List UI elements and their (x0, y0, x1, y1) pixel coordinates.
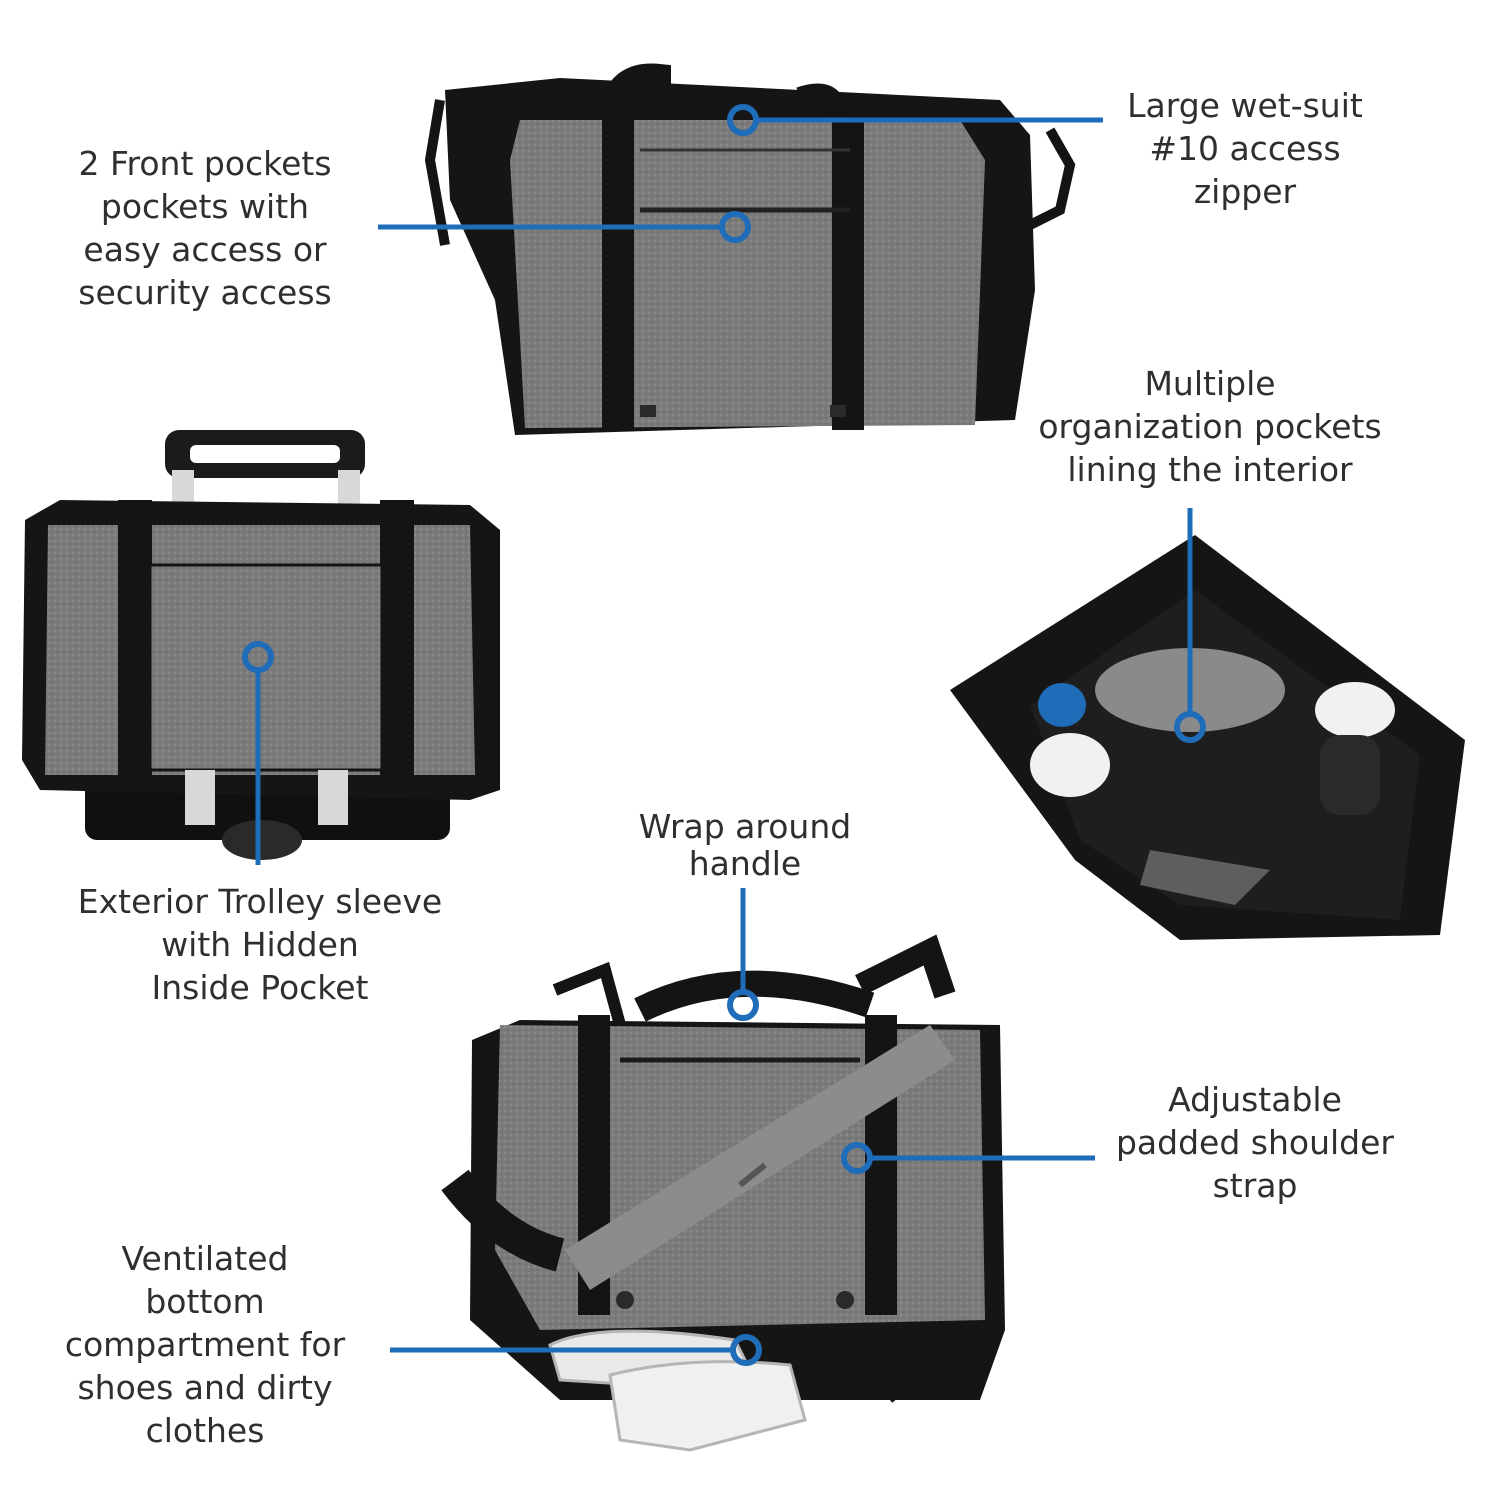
label-line: Large wet-suit (1127, 86, 1363, 125)
label-line: Exterior Trolley sleeve (77, 882, 443, 921)
callout-front-pockets (378, 211, 751, 243)
callout-trolley (242, 641, 274, 865)
label-line: easy access or (83, 230, 327, 269)
label-line: pockets with (100, 187, 310, 226)
callout-marker (719, 211, 751, 243)
callout-strap (841, 1142, 1095, 1174)
label-line: security access (78, 273, 332, 312)
bag-interior-view (950, 535, 1465, 940)
label-line: lining the interior (1067, 450, 1353, 489)
label-line: padded shoulder (1115, 1123, 1394, 1162)
label-line: Wrap around (638, 807, 852, 846)
callout-marker (242, 641, 274, 673)
label-organization-pockets: Multiple organization pockets lining the… (1000, 362, 1420, 491)
callout-marker (727, 989, 759, 1021)
bag-front-view (424, 63, 1076, 435)
label-line: #10 access (1149, 129, 1341, 168)
callout-marker (1174, 711, 1206, 743)
label-line: clothes (145, 1411, 265, 1450)
label-line: Ventilated (121, 1239, 289, 1278)
label-line: Multiple (1144, 364, 1276, 403)
label-ventilated-compartment: Ventilated bottom compartment for shoes … (30, 1237, 380, 1452)
label-trolley-sleeve: Exterior Trolley sleeve with Hidden Insi… (40, 880, 480, 1009)
label-line: strap (1212, 1166, 1298, 1205)
callout-ventilated (390, 1334, 762, 1366)
label-line: bottom (145, 1282, 265, 1321)
callout-marker (727, 104, 759, 136)
callout-marker (841, 1142, 873, 1174)
label-line: organization pockets (1038, 407, 1382, 446)
label-line: handle (688, 844, 802, 883)
label-line: compartment for (64, 1325, 346, 1364)
label-line: shoes and dirty (77, 1368, 333, 1407)
label-wrap-handle: Wrap around handle (600, 808, 890, 882)
label-line: Inside Pocket (151, 968, 369, 1007)
label-zipper: Large wet-suit #10 access zipper (1100, 84, 1390, 213)
callout-organization (1174, 508, 1206, 743)
label-line: Adjustable (1168, 1080, 1342, 1119)
label-shoulder-strap: Adjustable padded shoulder strap (1085, 1078, 1425, 1207)
callout-zipper (727, 104, 1103, 136)
label-front-pockets: 2 Front pockets pockets with easy access… (40, 142, 370, 314)
label-line: 2 Front pockets (78, 144, 332, 183)
label-line: zipper (1193, 172, 1297, 211)
callout-marker (730, 1334, 762, 1366)
label-line: with Hidden (161, 925, 359, 964)
callout-handle (727, 888, 759, 1021)
bag-side-view (441, 934, 1005, 1452)
